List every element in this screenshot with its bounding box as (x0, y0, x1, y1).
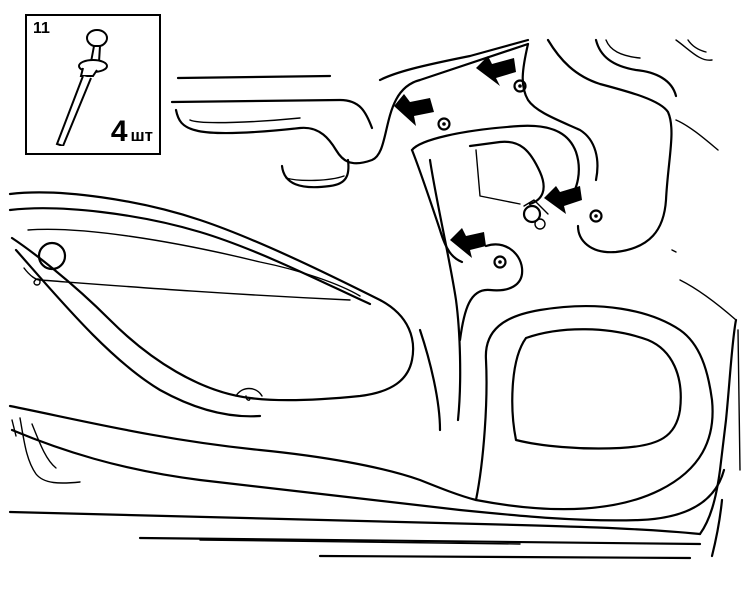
callout-arrows (394, 56, 582, 258)
pointer-arrow-icon (394, 94, 434, 126)
quantity-value: 4 (110, 115, 128, 148)
figure-number: 11 (33, 20, 50, 37)
window-frame-lines (170, 38, 530, 189)
pointer-arrow-icon (544, 186, 582, 214)
rivet-hole (493, 255, 507, 269)
rivet-hole (513, 79, 527, 93)
rivet-holes (437, 79, 603, 269)
pointer-arrow-icon (450, 228, 486, 258)
regulator-pin (522, 199, 549, 230)
lower-door-body (8, 305, 741, 560)
rivet-hole (589, 209, 603, 223)
left-trim-opening (8, 191, 442, 432)
center-bracket (410, 124, 580, 422)
pointer-arrow-icon (476, 56, 516, 86)
upper-right-housing (521, 38, 737, 321)
blind-rivet-icon (55, 28, 109, 146)
quantity-unit: шт (130, 126, 154, 145)
rivet-hole (437, 117, 451, 131)
